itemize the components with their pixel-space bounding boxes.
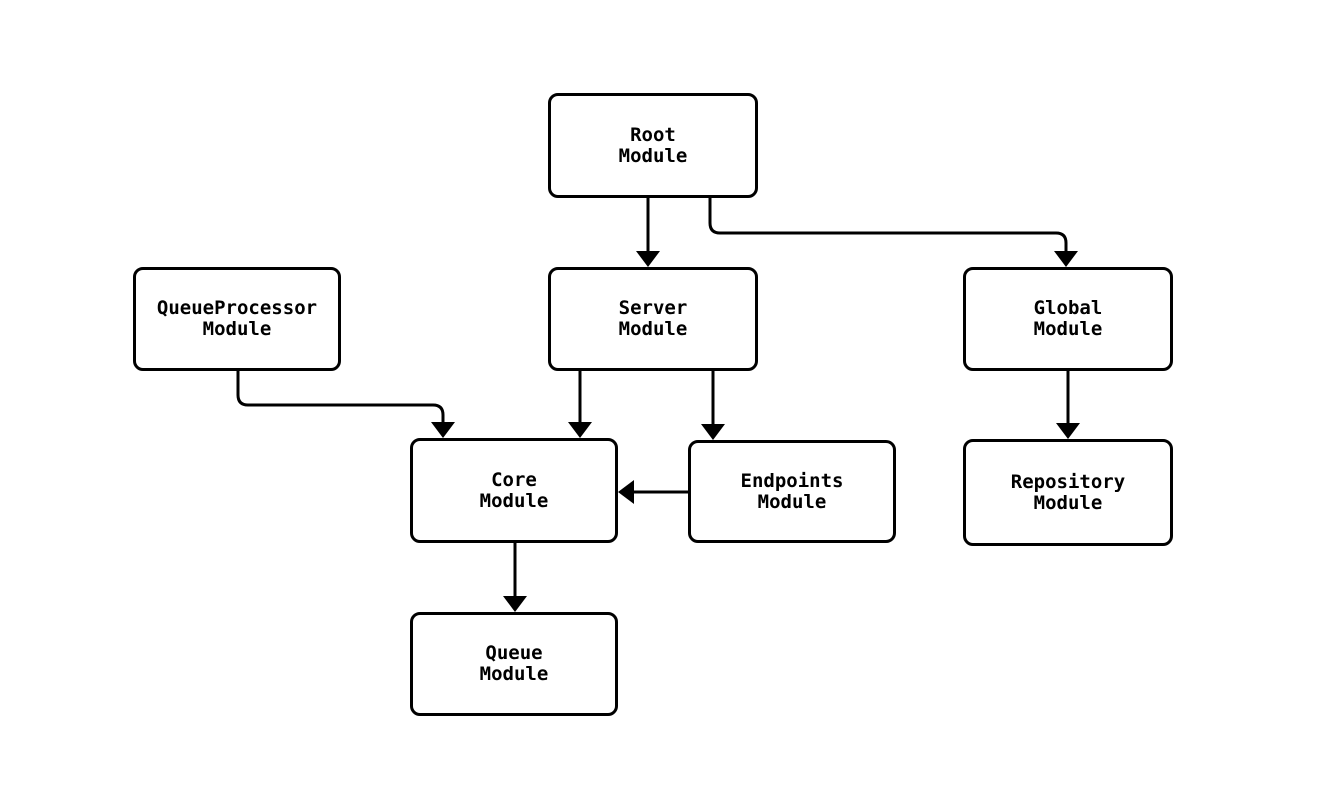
node-label: Global	[1033, 297, 1103, 319]
node-label: Module	[618, 144, 688, 167]
node-label: QueueProcessor	[156, 297, 318, 319]
arrowhead-server-to-endpoints	[701, 424, 725, 440]
node-label: Queue	[485, 642, 543, 664]
edge-server-to-endpoints	[701, 371, 725, 440]
node-label: Module	[479, 489, 549, 512]
arrowhead-root-to-server	[636, 251, 660, 267]
arrowhead-endpoints-to-core	[618, 480, 634, 504]
node-label: Endpoints	[740, 469, 844, 492]
arrowhead-core-to-queue	[503, 596, 527, 612]
node-label: Module	[202, 318, 272, 340]
edge-line-queueprocessor-to-core	[236, 371, 445, 422]
node-label: Repository	[1010, 470, 1126, 493]
arrowhead-queueprocessor-to-core	[431, 422, 455, 438]
node-label: Module	[479, 663, 549, 685]
arrowhead-global-to-repository	[1056, 423, 1080, 439]
arrowhead-root-to-global	[1054, 251, 1078, 267]
node-label: Server	[618, 297, 688, 319]
edge-queueprocessor-to-core	[236, 371, 455, 438]
node-label: Root	[630, 123, 676, 146]
node-label: Module	[1033, 491, 1103, 514]
edge-root-to-global	[708, 198, 1078, 267]
node-label: Module	[1033, 318, 1103, 340]
node-label: Core	[491, 468, 537, 491]
edge-root-to-server	[636, 198, 660, 267]
edge-global-to-repository	[1056, 371, 1080, 439]
edge-line-root-to-global	[708, 198, 1068, 251]
node-label: Module	[618, 318, 688, 340]
edge-core-to-queue	[503, 543, 527, 612]
edge-server-to-core	[568, 371, 592, 438]
arrowhead-server-to-core	[568, 422, 592, 438]
node-label: Module	[757, 490, 827, 513]
edge-endpoints-to-core	[618, 480, 690, 504]
